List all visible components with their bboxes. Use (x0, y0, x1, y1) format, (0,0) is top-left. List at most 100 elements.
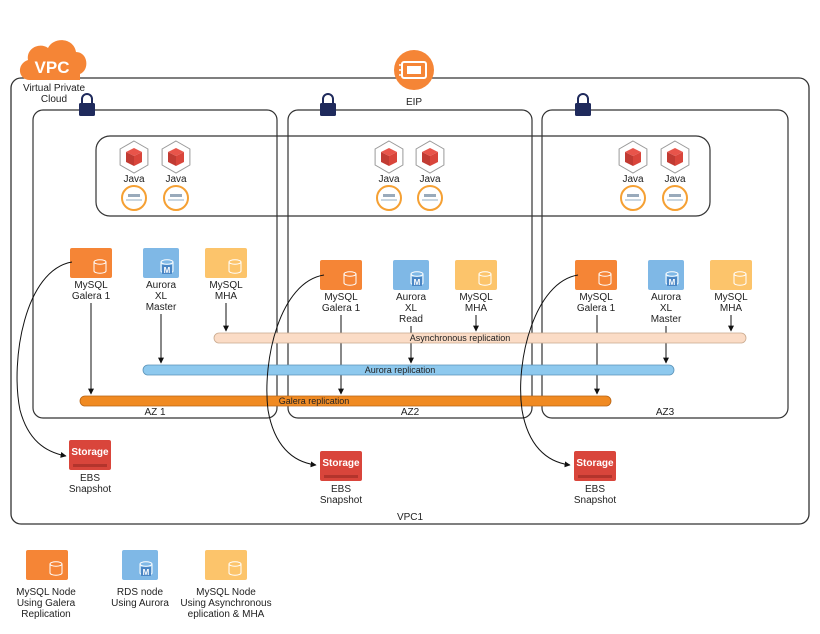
app-instance-badge-icon (121, 185, 147, 211)
legend-label: MySQL Node (16, 587, 76, 598)
legend-label: eplication & MHA (188, 609, 265, 620)
az1-aurora-label: Aurora (146, 280, 176, 291)
app-instance-badge-icon (417, 185, 443, 211)
vpc-caption-line2: Cloud (41, 94, 67, 105)
az2-snapshot-connector (266, 274, 325, 468)
vpc-cloud-icon: VPC (19, 40, 87, 80)
java-label: Java (419, 174, 441, 185)
cube-icon (381, 148, 397, 166)
galera-replication-bar: Galera replication (79, 395, 612, 407)
az3-aurora-label: XL (660, 303, 673, 314)
cube-icon (168, 148, 184, 166)
legend-label: MySQL Node (196, 587, 256, 598)
az3-label: AZ3 (656, 407, 675, 418)
az1-label: AZ 1 (144, 407, 166, 418)
az1-mha-label: MySQL (209, 280, 243, 291)
aurora-badge: M (669, 278, 676, 287)
storage-line1: EBS (585, 484, 605, 495)
az1-snapshot-connector (16, 261, 73, 458)
storage-badge-label: Storage (322, 458, 360, 469)
database-icon (26, 550, 68, 580)
storage-line2: Snapshot (69, 484, 111, 495)
az1-box (32, 109, 278, 419)
cube-icon (126, 148, 142, 166)
az3-galera-label: MySQL (579, 292, 613, 303)
java-app-node: Java (415, 140, 445, 211)
java-label: Java (165, 174, 187, 185)
az3-aurora-label: Master (651, 314, 682, 325)
vpc-container-label: VPC1 (397, 512, 424, 523)
cube-icon (625, 148, 641, 166)
database-icon: M (143, 248, 179, 278)
az3-box (541, 109, 789, 419)
java-app-node: Java (161, 140, 191, 211)
az2-box (287, 109, 533, 419)
az3-aurora-label: Aurora (651, 292, 681, 303)
app-instance-badge-icon (662, 185, 688, 211)
legend-label: Using Galera (17, 598, 76, 609)
database-icon (710, 260, 752, 290)
storage-icon: Storage (69, 440, 111, 470)
database-icon (205, 550, 247, 580)
eip-label: EIP (406, 97, 422, 108)
app-instance-badge-icon (163, 185, 189, 211)
az2-aurora-label: XL (405, 303, 418, 314)
app-instance-badge-icon (376, 185, 402, 211)
database-icon (455, 260, 497, 290)
az3-snapshot-connector (520, 274, 579, 468)
storage-badge-label: Storage (71, 447, 109, 458)
java-app-node: Java (660, 140, 690, 211)
legend-label: Replication (21, 609, 70, 620)
vpc-caption-line1: Virtual Private (23, 83, 86, 94)
az2-mha-label: MySQL (459, 292, 493, 303)
java-label: Java (664, 174, 686, 185)
database-icon (70, 248, 112, 278)
database-icon (205, 248, 247, 278)
az1-lock-icon (79, 93, 95, 116)
java-app-node: Java (374, 140, 404, 211)
az2-galera-label: Galera 1 (322, 303, 361, 314)
storage-icon: Storage (320, 451, 362, 481)
cube-icon (667, 148, 683, 166)
database-icon (575, 260, 617, 290)
aurora-badge: M (143, 568, 150, 577)
az1-mha-label: MHA (215, 291, 238, 302)
database-icon: M (393, 260, 429, 290)
database-icon (320, 260, 362, 290)
az1-aurora-label: XL (155, 291, 168, 302)
aurora-replication-label: Aurora replication (365, 365, 436, 375)
app-instance-badge-icon (620, 185, 646, 211)
java-app-node: Java (618, 140, 648, 211)
async-replication-label: Asynchronous replication (410, 333, 511, 343)
async-replication-bar: Asynchronous replication (213, 332, 747, 344)
java-app-node: Java (119, 140, 149, 211)
legend-label: RDS node (117, 587, 164, 598)
legend-label: Using Aurora (111, 598, 169, 609)
aurora-replication-bar: Aurora replication (142, 364, 675, 376)
java-label: Java (622, 174, 644, 185)
az2-label: AZ2 (401, 407, 420, 418)
az2-mha-label: MHA (465, 303, 488, 314)
storage-icon: Storage (574, 451, 616, 481)
az3-galera-label: Galera 1 (577, 303, 616, 314)
az2-lock-icon (320, 93, 336, 116)
app-tier-container (95, 135, 711, 217)
az3-mha-label: MySQL (714, 292, 748, 303)
cube-icon (422, 148, 438, 166)
java-label: Java (123, 174, 145, 185)
az3-lock-icon (575, 93, 591, 116)
